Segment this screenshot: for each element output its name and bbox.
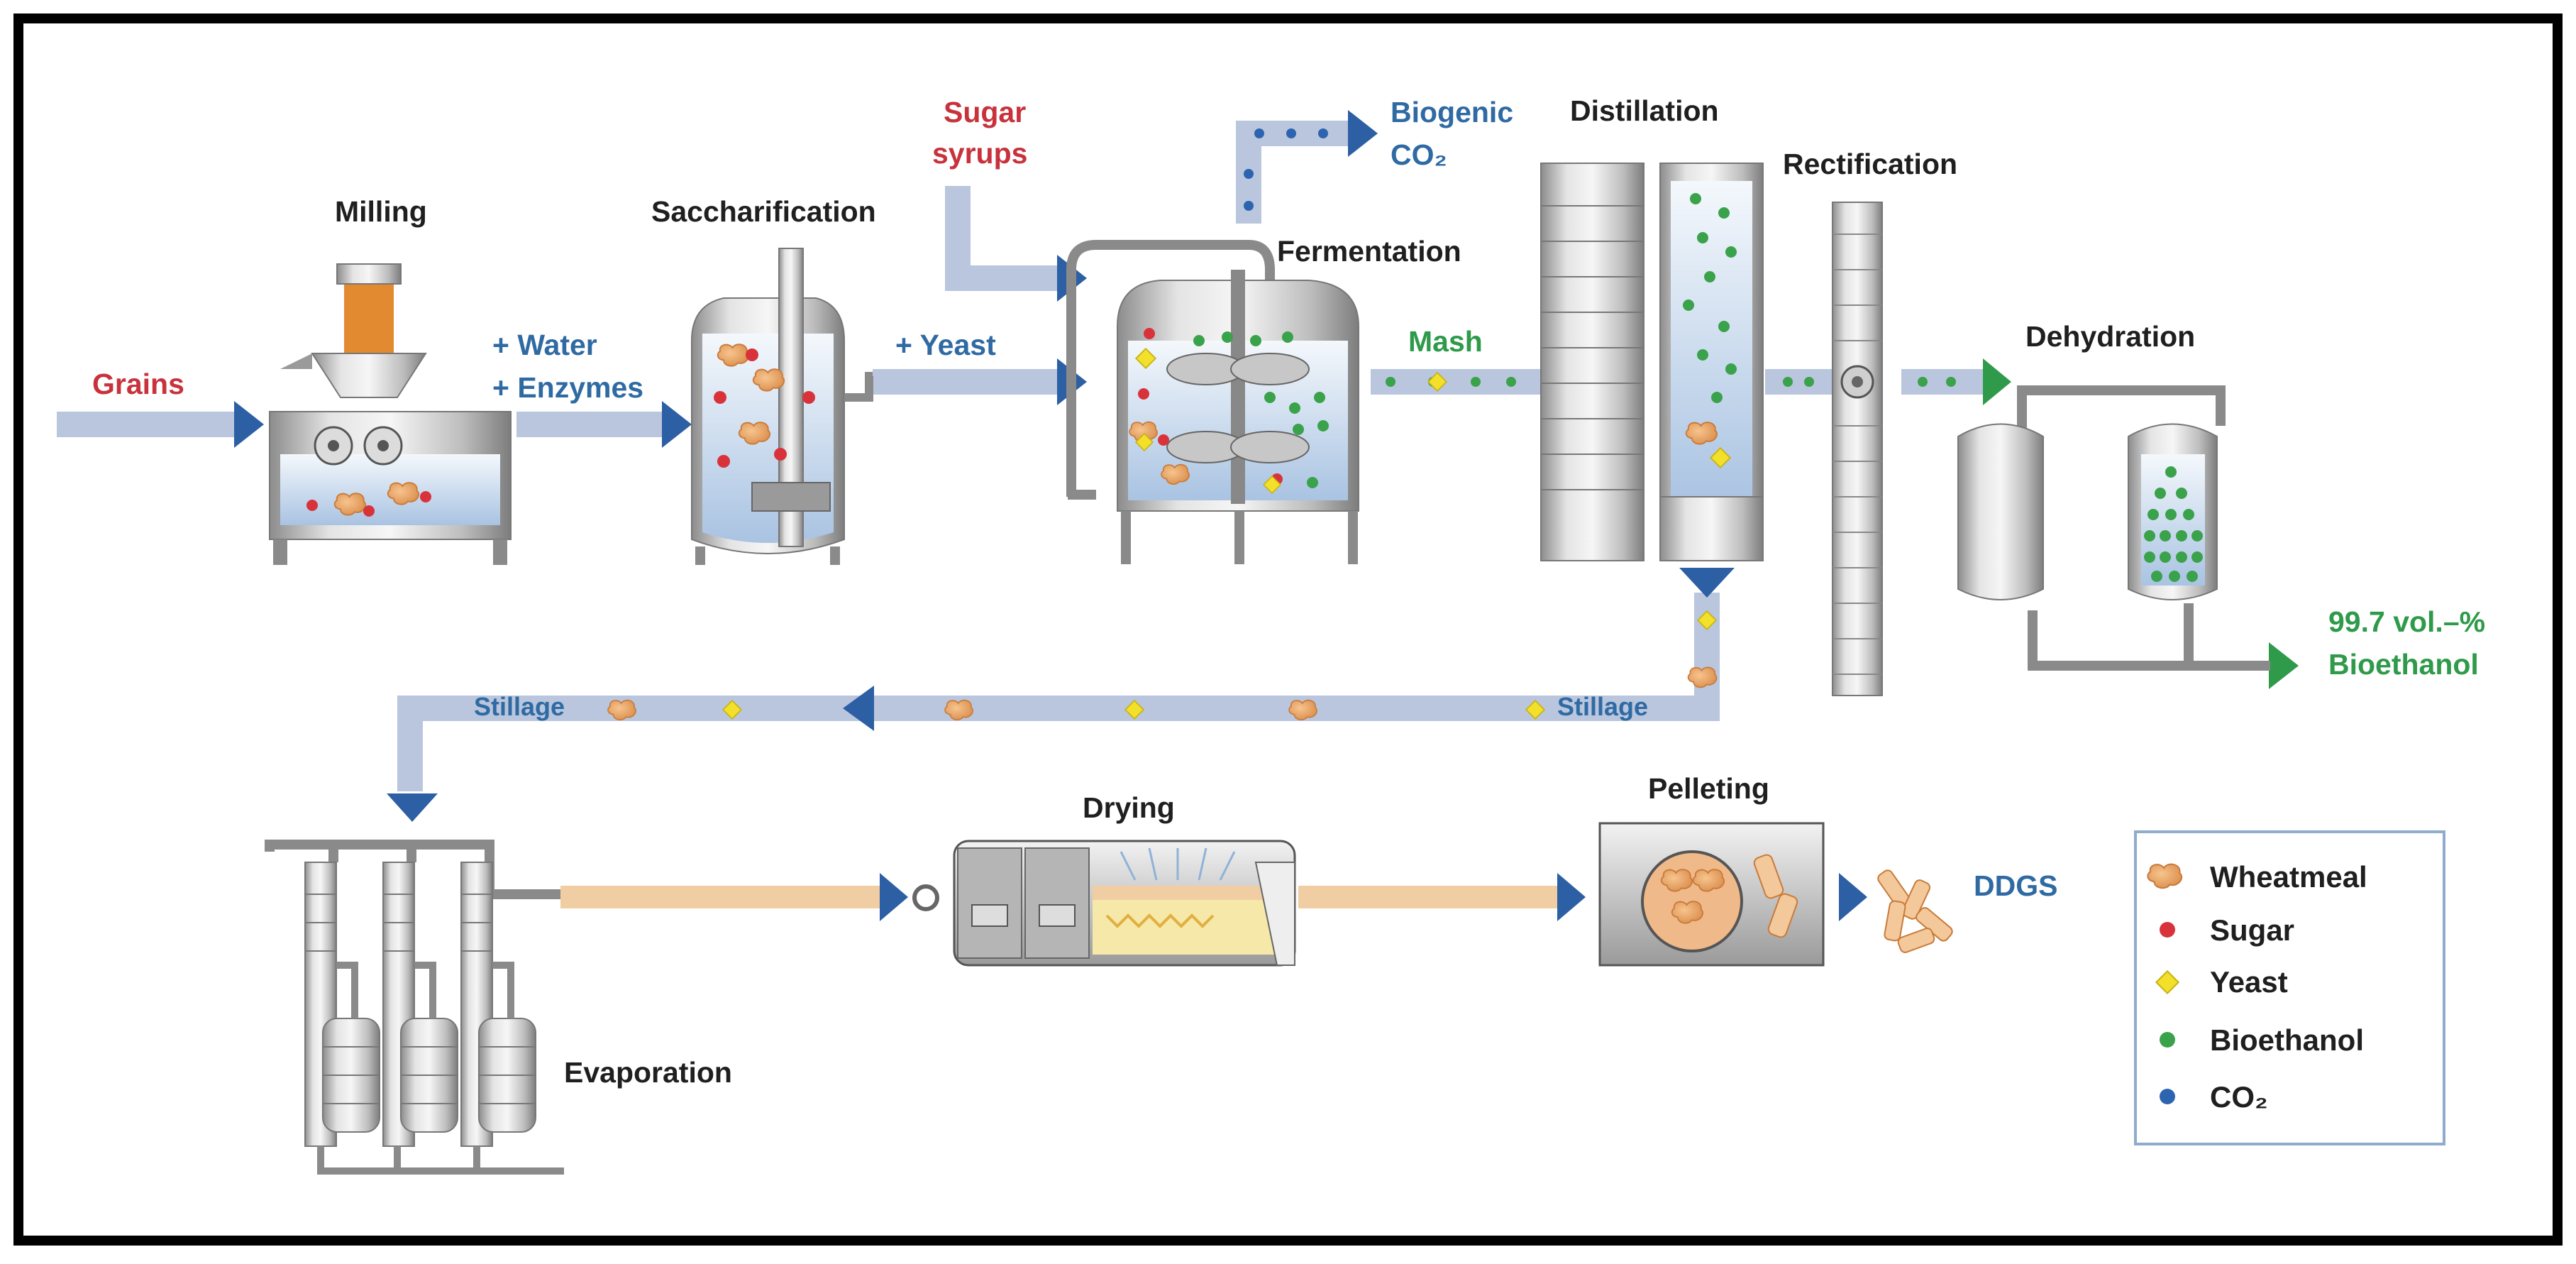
legend-item-co2: CO₂ [2210, 1080, 2268, 1114]
stage-dehydration-label: Dehydration [2025, 320, 2195, 353]
stage-rectification-label: Rectification [1783, 148, 1957, 180]
stage-fermentation-label: Fermentation [1277, 235, 1461, 268]
legend-item-yeast: Yeast [2210, 965, 2288, 999]
distillation-columns [1540, 163, 1764, 561]
green-arrows [1983, 358, 2299, 689]
legend-item-wheatmeal: Wheatmeal [2210, 860, 2367, 894]
biogenic-co2-label-line2: CO₂ [1391, 138, 1447, 171]
legend-item-sugar: Sugar [2210, 913, 2294, 947]
sugar-dot-icon [2160, 922, 2175, 938]
stage-distillation-label: Distillation [1570, 94, 1719, 127]
bioethanol-product-label-line2: Bioethanol [2328, 648, 2479, 681]
sugar-syrups-label-line2: syrups [932, 137, 1027, 170]
stillage-label-right: Stillage [1557, 692, 1648, 721]
evaporation-units [265, 840, 564, 1175]
stage-evaporation-label: Evaporation [564, 1056, 732, 1089]
milling-unit [269, 263, 512, 565]
biogenic-co2-label-line1: Biogenic [1391, 96, 1513, 128]
stage-milling-label: Milling [335, 195, 427, 228]
sugar-syrups-label-line1: Sugar [944, 96, 1026, 128]
yeast-label: + Yeast [895, 329, 996, 361]
bioethanol-product-label-line1: 99.7 vol.–% [2328, 605, 2485, 638]
grains-label: Grains [92, 368, 184, 400]
flow-arrows [234, 110, 1867, 921]
enzymes-label: + Enzymes [492, 371, 643, 404]
stage-pelleting-label: Pelleting [1648, 772, 1769, 805]
stage-saccharification-label: Saccharification [651, 195, 876, 228]
stillage-label-left: Stillage [474, 692, 565, 721]
legend-item-bioethanol: Bioethanol [2210, 1023, 2364, 1057]
rectification-column [1832, 202, 1883, 696]
drying-drum [912, 840, 1296, 967]
bioethanol-dot-icon [2160, 1032, 2175, 1048]
water-label: + Water [492, 329, 597, 361]
pelleting-press [1598, 822, 1825, 967]
saccharification-tank [691, 248, 873, 565]
pipe-dots [607, 128, 1956, 720]
legend: Wheatmeal Sugar Yeast Bioethanol CO₂ [2134, 830, 2445, 1145]
mash-label: Mash [1408, 325, 1483, 358]
ddgs-pellets-icon [1877, 869, 1953, 953]
fermentation-tank [1066, 240, 1359, 564]
co2-dot-icon [2160, 1089, 2175, 1104]
ddgs-label: DDGS [1974, 869, 2057, 902]
dehydration-tanks [1957, 385, 2270, 671]
stage-drying-label: Drying [1083, 791, 1175, 824]
legend-box [2134, 830, 2445, 1145]
